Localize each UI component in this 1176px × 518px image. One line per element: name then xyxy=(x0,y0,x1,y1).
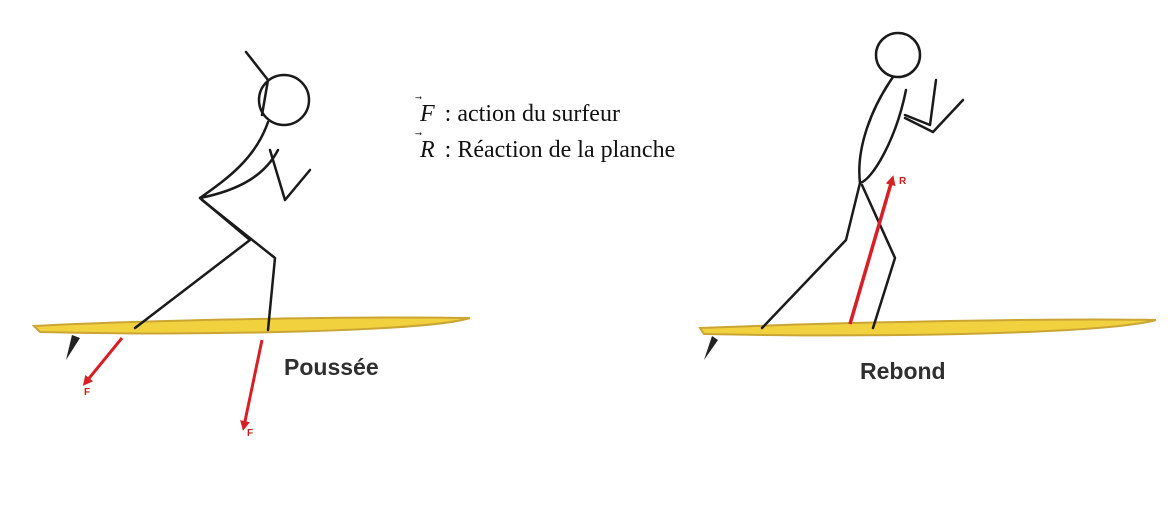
right-leg-back xyxy=(760,181,862,330)
left-stick-figure xyxy=(133,50,312,332)
right-force-arrow xyxy=(848,175,896,325)
left-leg-front xyxy=(200,198,277,332)
left-arm-front xyxy=(268,148,312,202)
right-head xyxy=(874,31,922,79)
left-force-label-1: F xyxy=(84,387,91,398)
vector-f-symbol: ⃗F xyxy=(420,101,435,127)
left-caption: Poussée xyxy=(284,354,379,380)
left-force-arrow-1 xyxy=(82,337,124,386)
right-force-label: R xyxy=(899,176,907,187)
legend-f-line: ⃗F : action du surfeur xyxy=(420,96,740,132)
legend-r-text: : Réaction de la planche xyxy=(438,137,676,163)
right-leg-front xyxy=(860,183,897,330)
right-caption: Rebond xyxy=(860,358,946,384)
left-torso xyxy=(198,120,280,200)
left-fin xyxy=(66,335,80,360)
left-arm-back xyxy=(244,50,270,117)
right-surfboard xyxy=(698,318,1157,337)
right-arm-2 xyxy=(903,98,965,134)
left-force-arrow-2 xyxy=(240,339,264,431)
force-legend: ⃗F : action du surfeur ⃗R : Réaction de … xyxy=(420,96,740,168)
left-head xyxy=(257,73,311,127)
left-force-label-2: F xyxy=(247,428,254,439)
right-torso xyxy=(858,75,908,185)
legend-r-line: ⃗R : Réaction de la planche xyxy=(420,132,740,168)
right-panel xyxy=(698,31,1157,360)
right-arm-1 xyxy=(903,78,938,127)
right-stick-figure xyxy=(760,31,965,330)
legend-f-text: : action du surfeur xyxy=(438,101,620,127)
left-leg-back xyxy=(133,196,252,330)
vector-r-symbol: ⃗R xyxy=(420,137,435,163)
right-fin xyxy=(704,336,718,360)
left-panel xyxy=(31,50,471,431)
left-surfboard xyxy=(31,316,471,335)
